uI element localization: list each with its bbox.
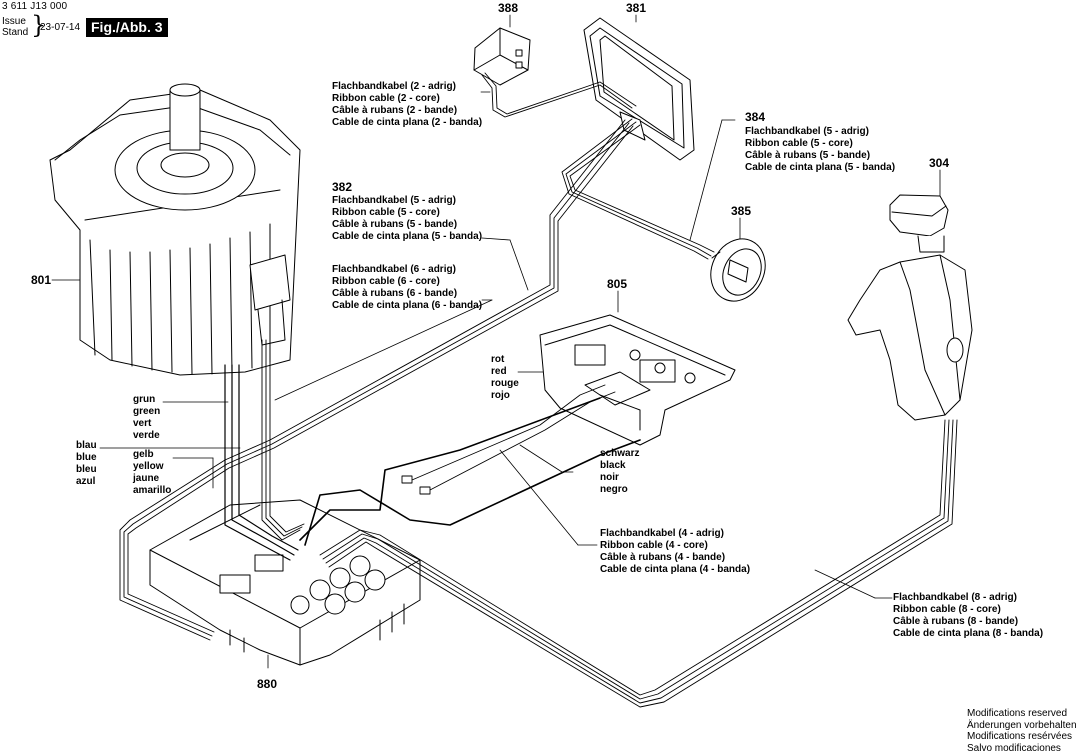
part-number-384: 384 bbox=[745, 110, 766, 124]
part-number-385: 385 bbox=[731, 204, 752, 218]
part-number-805: 805 bbox=[607, 277, 628, 291]
part-801-motor bbox=[49, 83, 301, 376]
label-wire-blue: blau blue bleu azul bbox=[76, 440, 97, 487]
issue-label: Issue bbox=[2, 16, 26, 27]
ribbon-cable-4-core bbox=[299, 397, 641, 546]
part-388-module bbox=[473, 27, 531, 86]
ribbon-cable-2-core bbox=[481, 72, 637, 118]
part-number-801: 801 bbox=[31, 273, 52, 287]
figure-label: Fig./Abb. 3 bbox=[86, 18, 168, 37]
label-cable-5-core-long: Flachbandkabel (5 - adrig) Ribbon cable … bbox=[332, 195, 483, 242]
part-number-382: 382 bbox=[332, 180, 353, 194]
label-cable-2-core: Flachbandkabel (2 - adrig) Ribbon cable … bbox=[332, 81, 483, 128]
part-381-display bbox=[583, 17, 695, 161]
red-black-wires bbox=[401, 384, 616, 495]
label-cable-6-core: Flachbandkabel (6 - adrig) Ribbon cable … bbox=[332, 264, 483, 311]
part-880-controller bbox=[149, 499, 421, 666]
label-wire-green: grun green vert verde bbox=[133, 394, 161, 441]
part-number-381: 381 bbox=[626, 1, 647, 15]
document-number: 3 611 J13 000 bbox=[2, 1, 68, 12]
ribbon-cable-5-core-display bbox=[561, 118, 715, 260]
part-number-304: 304 bbox=[929, 156, 950, 170]
ribbon-cable-8-core bbox=[319, 419, 958, 708]
label-wire-black: schwarz black noir negro bbox=[600, 448, 640, 495]
issue-date: 23-07-14 bbox=[40, 22, 81, 33]
issue-label-block: Issue Stand bbox=[2, 16, 28, 38]
label-wire-yellow: gelb yellow jaune amarillo bbox=[133, 449, 172, 496]
leader-lines bbox=[51, 14, 941, 669]
part-number-388: 388 bbox=[498, 1, 519, 15]
stand-label: Stand bbox=[2, 27, 29, 38]
label-cable-8-core: Flachbandkabel (8 - adrig) Ribbon cable … bbox=[893, 592, 1044, 639]
part-385-connector bbox=[710, 238, 766, 302]
modifications-notice: Modifications reserved Änderungen vorbeh… bbox=[967, 708, 1077, 754]
motor-wires bbox=[224, 364, 299, 561]
part-805-board bbox=[539, 314, 736, 446]
ribbon-cable-6-core bbox=[261, 339, 305, 541]
label-cable-4-core: Flachbandkabel (4 - adrig) Ribbon cable … bbox=[600, 528, 751, 575]
label-cable-5-core-display: Flachbandkabel (5 - adrig) Ribbon cable … bbox=[745, 126, 896, 173]
label-wire-red: rot red rouge rojo bbox=[491, 354, 519, 401]
issue-brace: } bbox=[31, 11, 47, 39]
part-304-joystick bbox=[847, 194, 973, 421]
part-number-880: 880 bbox=[257, 677, 278, 691]
